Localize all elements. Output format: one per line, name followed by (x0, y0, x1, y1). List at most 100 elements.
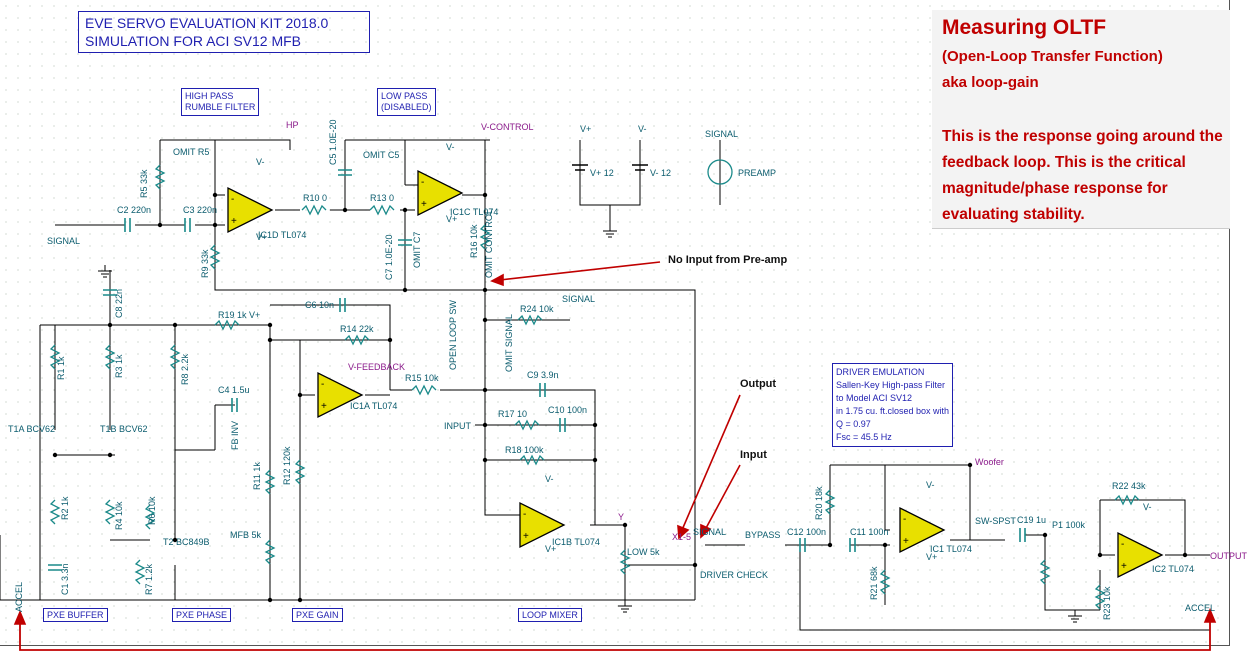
ic2-opamp-plus: + (1121, 561, 1127, 572)
label-vplus: V+ (545, 544, 556, 554)
label-r12: R12 120k (282, 446, 292, 485)
label-output: OUTPUT (1210, 551, 1247, 561)
label-vp12: V+ 12 (590, 168, 614, 178)
junction-dot-6 (482, 287, 488, 293)
c2-capacitor (124, 218, 131, 232)
c7-capacitor (398, 239, 412, 246)
label-r2: R2 1k (60, 496, 70, 520)
ic2-opamp-minus: - (1121, 539, 1124, 550)
label-r1: R1 1k (56, 356, 66, 380)
r23-resistor (1094, 584, 1106, 610)
low-pass-line-1: LOW PASS (381, 91, 428, 101)
junction-dot-27 (827, 542, 833, 548)
label-c12: C12 100n (787, 527, 826, 537)
input-annotation: Input (740, 449, 767, 461)
oltf-note: Measuring OLTF (Open-Loop Transfer Funct… (932, 10, 1230, 229)
c1-capacitor (48, 564, 62, 571)
junction-dot-28 (882, 542, 888, 548)
label-vplus: V+ (926, 552, 937, 562)
label-omit-signal: OMIT SIGNAL (504, 314, 514, 372)
label-r18: R18 100k (505, 445, 544, 455)
junction-dot-20 (52, 452, 58, 458)
label-ic1b: IC1B TL074 (552, 537, 600, 547)
r9-resistor (209, 244, 221, 270)
preamp-source (707, 159, 733, 185)
junction-dot-7 (402, 287, 408, 293)
junction-dot-30 (1042, 532, 1048, 538)
r24-resistor (517, 314, 543, 326)
junction-dot-31 (1097, 552, 1103, 558)
output-annotation: Output (740, 378, 777, 390)
driver-line-5: Q = 0.97 (836, 419, 871, 429)
c4-capacitor (231, 398, 238, 412)
c11-capacitor (849, 538, 856, 552)
r4-resistor (104, 499, 116, 525)
label-r11: R11 1k (252, 462, 262, 490)
pxe-gain-box: PXE GAIN (292, 608, 343, 622)
label-input: INPUT (444, 421, 472, 431)
label-woofer: Woofer (975, 457, 1004, 467)
junction-dot-5 (482, 192, 488, 198)
label-r3: R3 1k (114, 354, 124, 378)
label-v-control: V-CONTROL (481, 122, 534, 132)
r11-resistor (264, 469, 276, 495)
label-c7b: OMIT C7 (412, 232, 422, 268)
r2-resistor (49, 499, 61, 525)
r16-resistor (479, 224, 491, 250)
label-omit-control: OMIT CONTROL (484, 209, 494, 278)
r10-resistor (301, 204, 327, 216)
label-vminus: V- (446, 142, 455, 152)
junction-dot-18 (297, 392, 303, 398)
c10-capacitor (559, 418, 566, 432)
label-omit-r5: OMIT R5 (173, 147, 209, 157)
r8-resistor (169, 344, 181, 370)
label-vminus: V- (638, 124, 647, 134)
driver-emulation-box: DRIVER EMULATION Sallen-Key High-pass Fi… (832, 363, 954, 447)
junction-dot-29 (967, 462, 973, 468)
junction-dot-1 (212, 222, 218, 228)
note-heading: Measuring OLTF (942, 16, 1107, 39)
ground-mixer (618, 600, 632, 613)
junction-dot-19 (387, 337, 393, 343)
ic1c-opamp (417, 169, 464, 217)
ic1d-opamp (227, 186, 274, 234)
junction-dot-22 (172, 537, 178, 543)
label-r13: R13 0 (370, 193, 394, 203)
junction-dot-11 (592, 457, 598, 463)
label-r4: R4 10k (114, 501, 124, 530)
label-c7: C7 1.0E-20 (384, 234, 394, 280)
label-t1b: T1B BCV62 (100, 424, 148, 434)
no-input-annotation: No Input from Pre-amp (668, 254, 788, 266)
junction-dot-2 (212, 192, 218, 198)
driver-line-1: DRIVER EMULATION (836, 367, 925, 377)
ic1-opamp-plus: + (903, 536, 909, 547)
ic1d-opamp-plus: + (231, 216, 237, 227)
label-mfb: MFB 5k (230, 530, 262, 540)
label-accel: ACCEL (1185, 603, 1215, 613)
junction-dot-0 (157, 222, 163, 228)
ic2-opamp (1117, 531, 1164, 579)
note-aka: aka loop-gain (942, 74, 1039, 91)
label-low: LOW 5k (627, 547, 660, 557)
pxe-phase-box: PXE PHASE (172, 608, 232, 622)
title-box: EVE SERVO EVALUATION KIT 2018.0 SIMULATI… (78, 11, 370, 53)
ic1b-opamp-plus: + (523, 531, 529, 542)
ground-power (603, 225, 617, 238)
ic1-opamp (899, 506, 946, 554)
label-c2: C2 220n (117, 205, 151, 215)
junction-dot-13 (482, 457, 488, 463)
label-omit-c5: OMIT C5 (363, 150, 399, 160)
note-subheading: (Open-Loop Transfer Function) (942, 48, 1163, 65)
junction-dot-17 (267, 337, 273, 343)
title-line-2: SIMULATION FOR ACI SV12 MFB (85, 33, 302, 49)
c3-capacitor (184, 218, 191, 232)
junction-dot-14 (107, 322, 113, 328)
junction-dot-9 (482, 387, 488, 393)
driver-line-4: in 1.75 cu. ft.closed box with (836, 406, 950, 416)
label-t1a: T1A BCV62 (8, 424, 55, 434)
label-open-loop-sw: OPEN LOOP SW (448, 300, 458, 370)
loop-mixer-box: LOOP MIXER (518, 608, 582, 622)
title-line-1: EVE SERVO EVALUATION KIT 2018.0 (85, 15, 329, 31)
label-r14: R14 22k (340, 324, 374, 334)
